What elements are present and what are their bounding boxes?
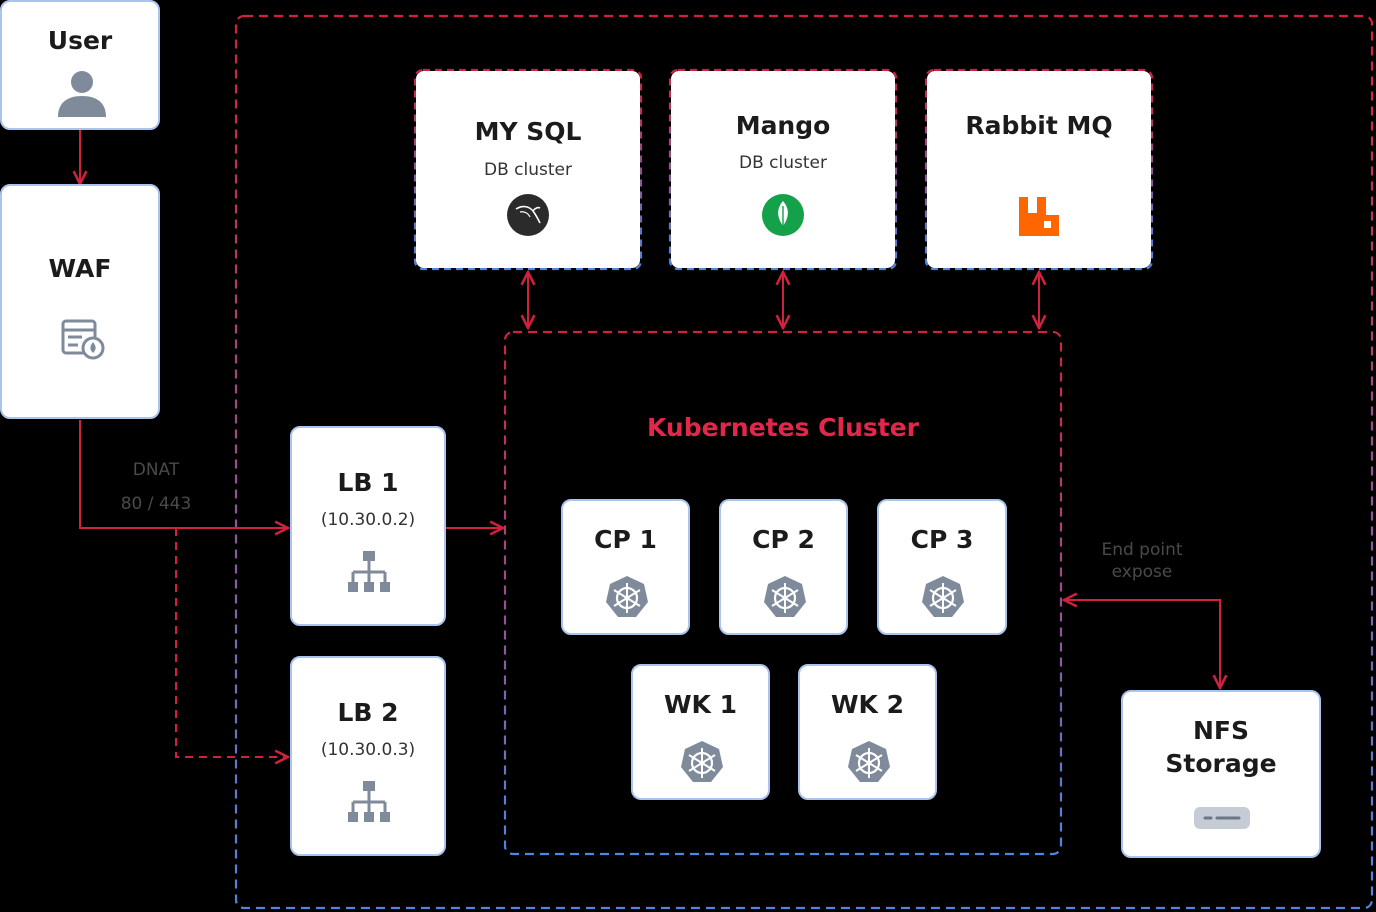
dnat-label: DNAT	[132, 460, 180, 480]
mysql-box: MY SQL DB cluster	[416, 71, 640, 268]
kubernetes-icon	[848, 741, 890, 782]
mysql-subtitle: DB cluster	[484, 160, 572, 180]
rabbit-border	[924, 68, 1154, 271]
waf-label: WAF	[48, 254, 112, 283]
waf-lb1-arrow	[79, 420, 288, 528]
endpoint-label-line1: End point	[1101, 540, 1183, 560]
lb2-name: LB 2	[337, 698, 399, 727]
node-wk2: WK 2	[798, 664, 937, 800]
rabbitmq-name: Rabbit MQ	[965, 111, 1113, 140]
waf-lb2-dashed-arrow	[175, 528, 288, 757]
nfs-label-line1: NFS	[1192, 716, 1249, 745]
k8s-cluster-boundary	[503, 330, 1063, 856]
lb1-ip: (10.30.0.2)	[320, 510, 416, 530]
node-label: CP 1	[594, 525, 657, 554]
cluster-nfs-arrow	[1064, 600, 1220, 688]
environment-boundary	[234, 14, 1374, 910]
user-icon	[58, 71, 106, 117]
mongo-subtitle: DB cluster	[739, 153, 827, 173]
mysql-name: MY SQL	[474, 117, 582, 146]
nfs-label-line2: Storage	[1165, 749, 1277, 778]
lb2-box: LB 2 (10.30.0.3)	[290, 656, 446, 856]
node-cp3: CP 3	[877, 499, 1007, 635]
lb1-name: LB 1	[337, 468, 399, 497]
lb2-ip: (10.30.0.3)	[320, 740, 416, 760]
waf-box: WAF	[0, 184, 160, 419]
user-box: User	[0, 0, 160, 130]
mysql-border	[413, 68, 643, 271]
rabbitmq-box: Rabbit MQ	[927, 71, 1151, 268]
node-wk1: WK 1	[631, 664, 770, 800]
storage-icon	[1194, 807, 1250, 829]
kubernetes-icon	[764, 576, 806, 617]
network-tree-icon	[348, 551, 390, 592]
cluster-title: Kubernetes Cluster	[647, 413, 919, 442]
network-tree-icon	[348, 781, 390, 822]
nfs-storage-box: NFS Storage	[1121, 690, 1321, 858]
mongo-box: Mango DB cluster	[671, 71, 895, 268]
rabbitmq-icon	[1019, 197, 1059, 236]
mongo-border	[668, 68, 898, 271]
mongo-name: Mango	[735, 111, 831, 140]
kubernetes-icon	[681, 741, 723, 782]
node-cp2: CP 2	[719, 499, 848, 635]
lb1-box: LB 1 (10.30.0.2)	[290, 426, 446, 626]
node-cp1: CP 1	[561, 499, 690, 635]
kubernetes-icon	[922, 576, 964, 617]
waf-icon	[61, 319, 105, 360]
node-label: WK 1	[663, 690, 738, 719]
kubernetes-icon	[606, 576, 648, 617]
node-label: WK 2	[830, 690, 905, 719]
node-label: CP 3	[910, 525, 974, 554]
mongodb-icon	[762, 194, 804, 236]
node-label: CP 2	[752, 525, 815, 554]
user-label: User	[47, 26, 113, 55]
dnat-ports-label: 80 / 443	[120, 494, 192, 514]
endpoint-label-line2: expose	[1111, 562, 1173, 582]
mysql-icon	[507, 194, 549, 236]
